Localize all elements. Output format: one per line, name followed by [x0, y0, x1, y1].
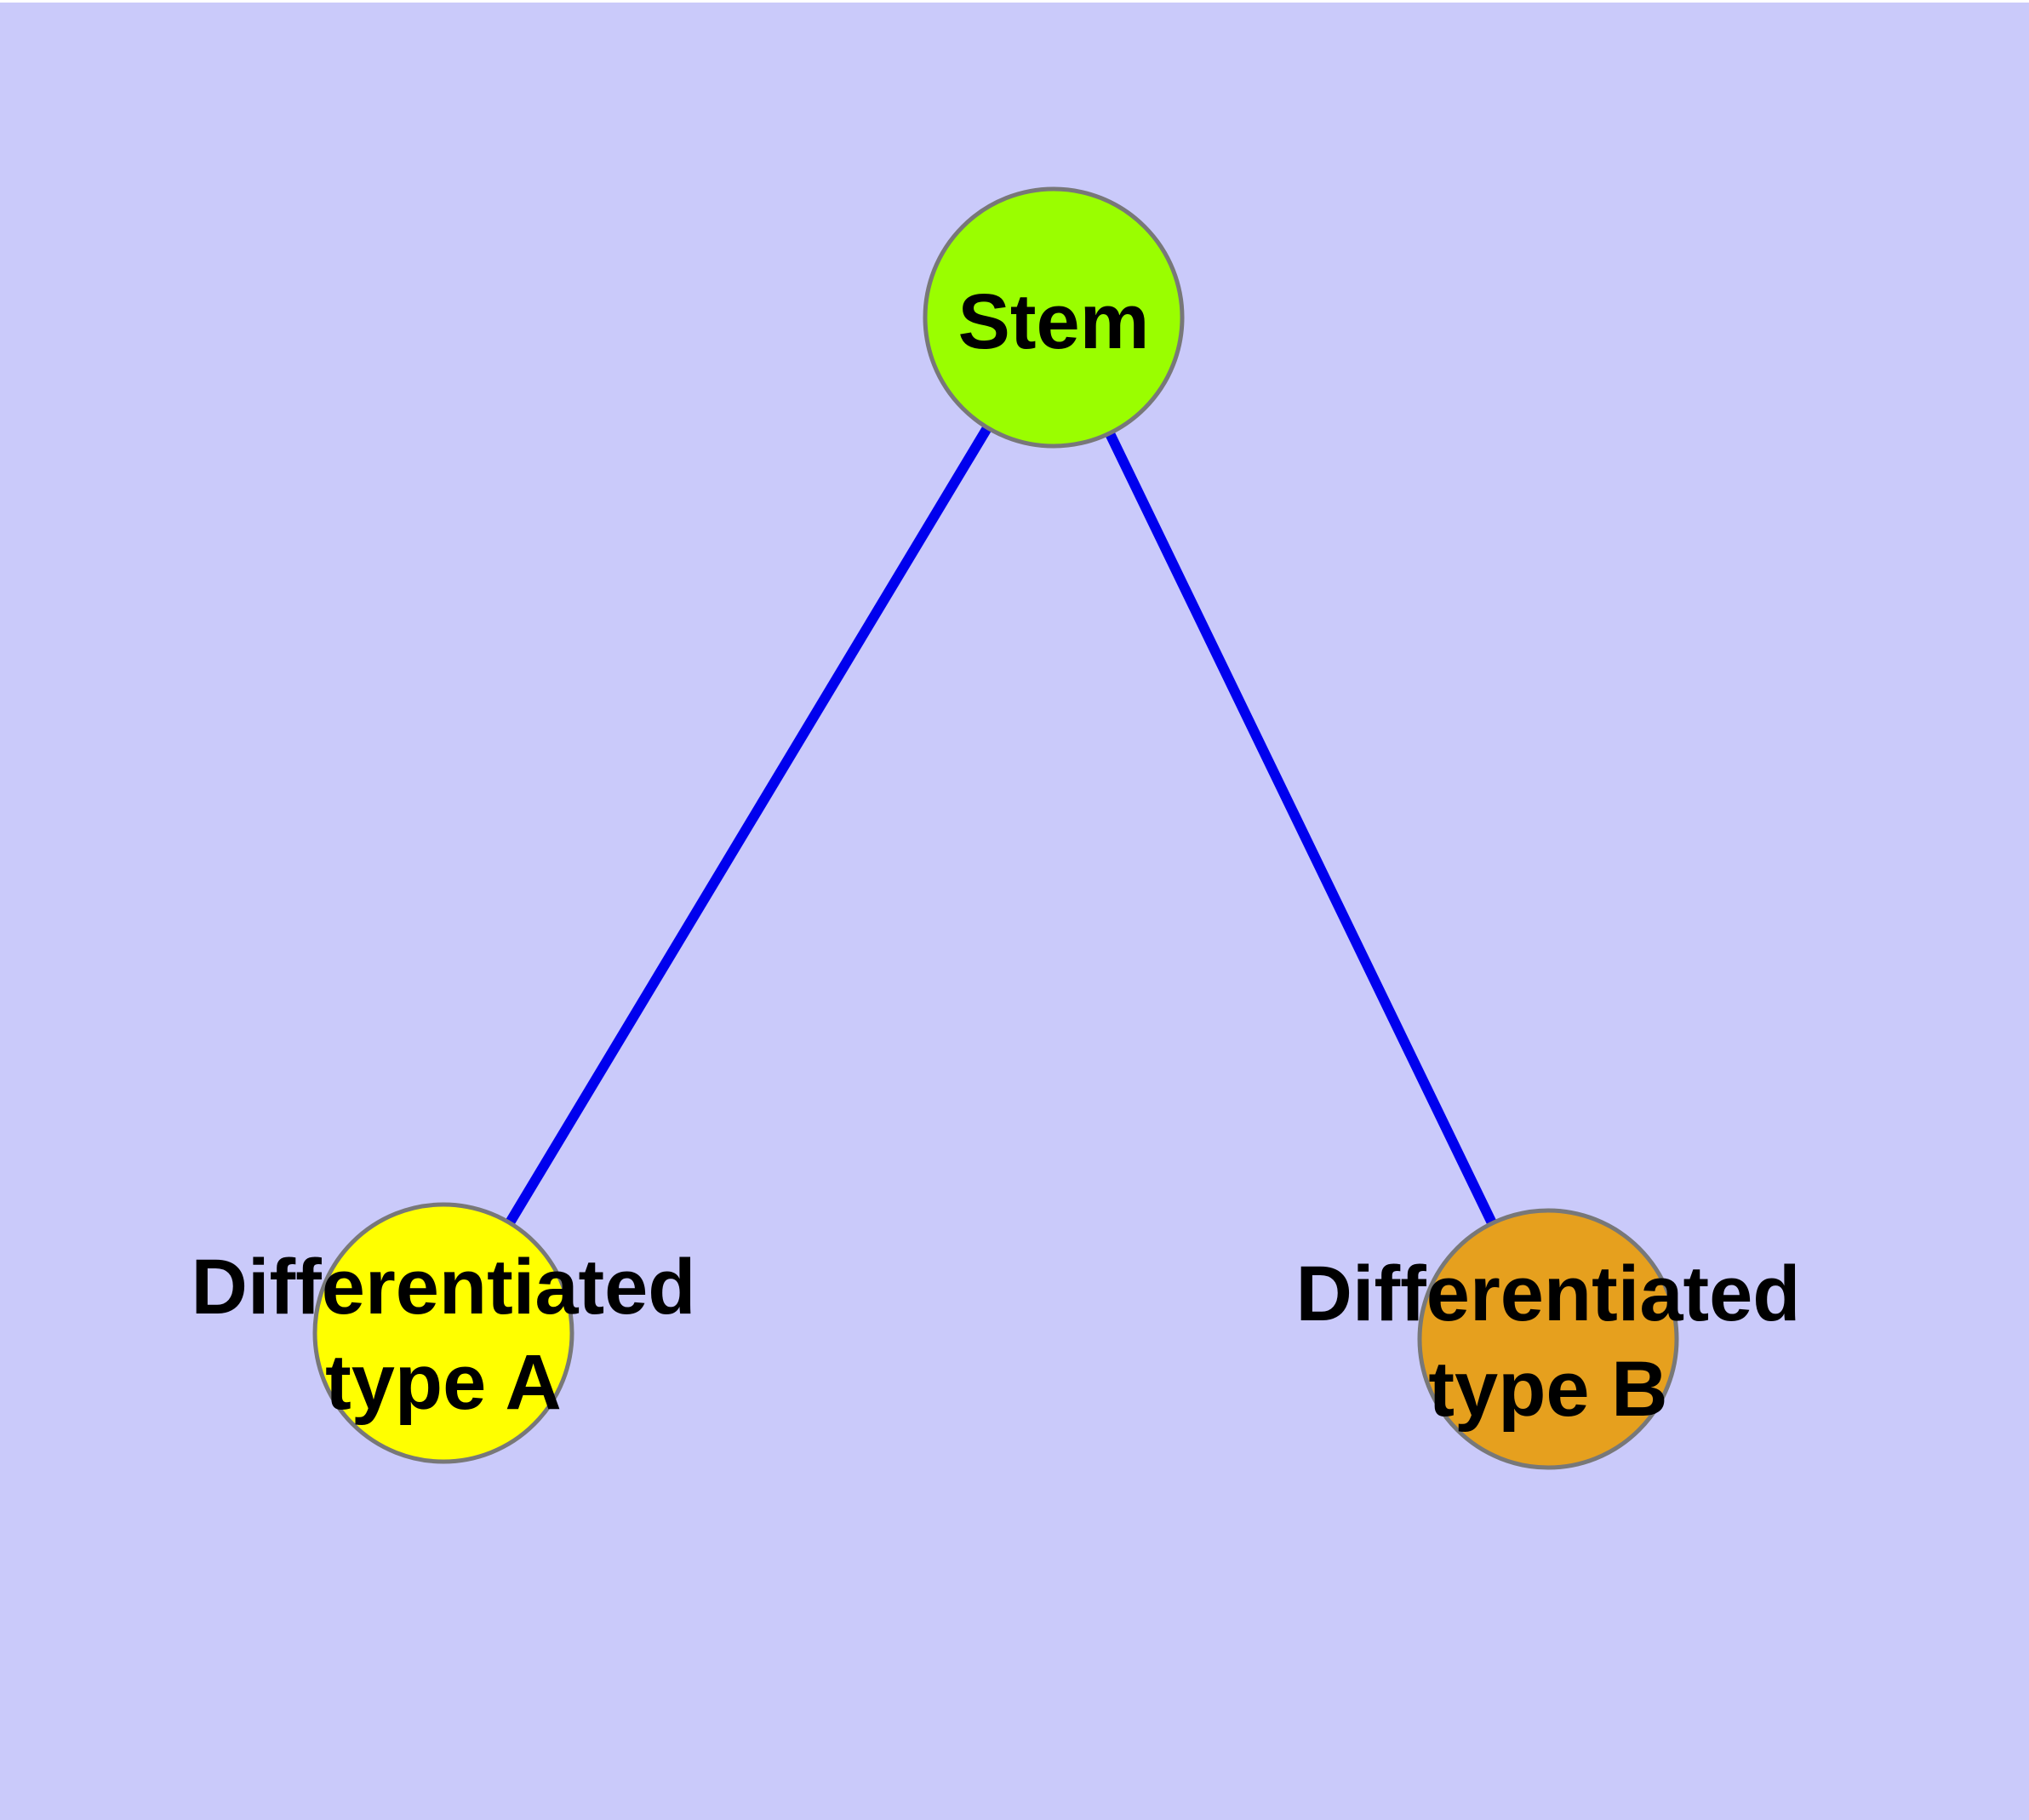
node-type-a-label-line1: Differentiated	[191, 1244, 696, 1331]
edge-stem-to-type-a	[438, 314, 1059, 1336]
node-type-a-label-line2: type A	[325, 1339, 562, 1426]
node-type-b-circle	[1417, 1208, 1679, 1470]
node-type-a-circle	[312, 1202, 574, 1464]
canvas-top-border	[0, 0, 2029, 3]
node-stem-label: Stem	[958, 278, 1150, 365]
node-type-b-label-line1: Differentiated	[1296, 1251, 1801, 1337]
node-type-b-label-line2: type B	[1428, 1346, 1667, 1433]
node-stem-circle	[923, 186, 1185, 449]
edge-stem-to-type-b	[1049, 315, 1553, 1342]
